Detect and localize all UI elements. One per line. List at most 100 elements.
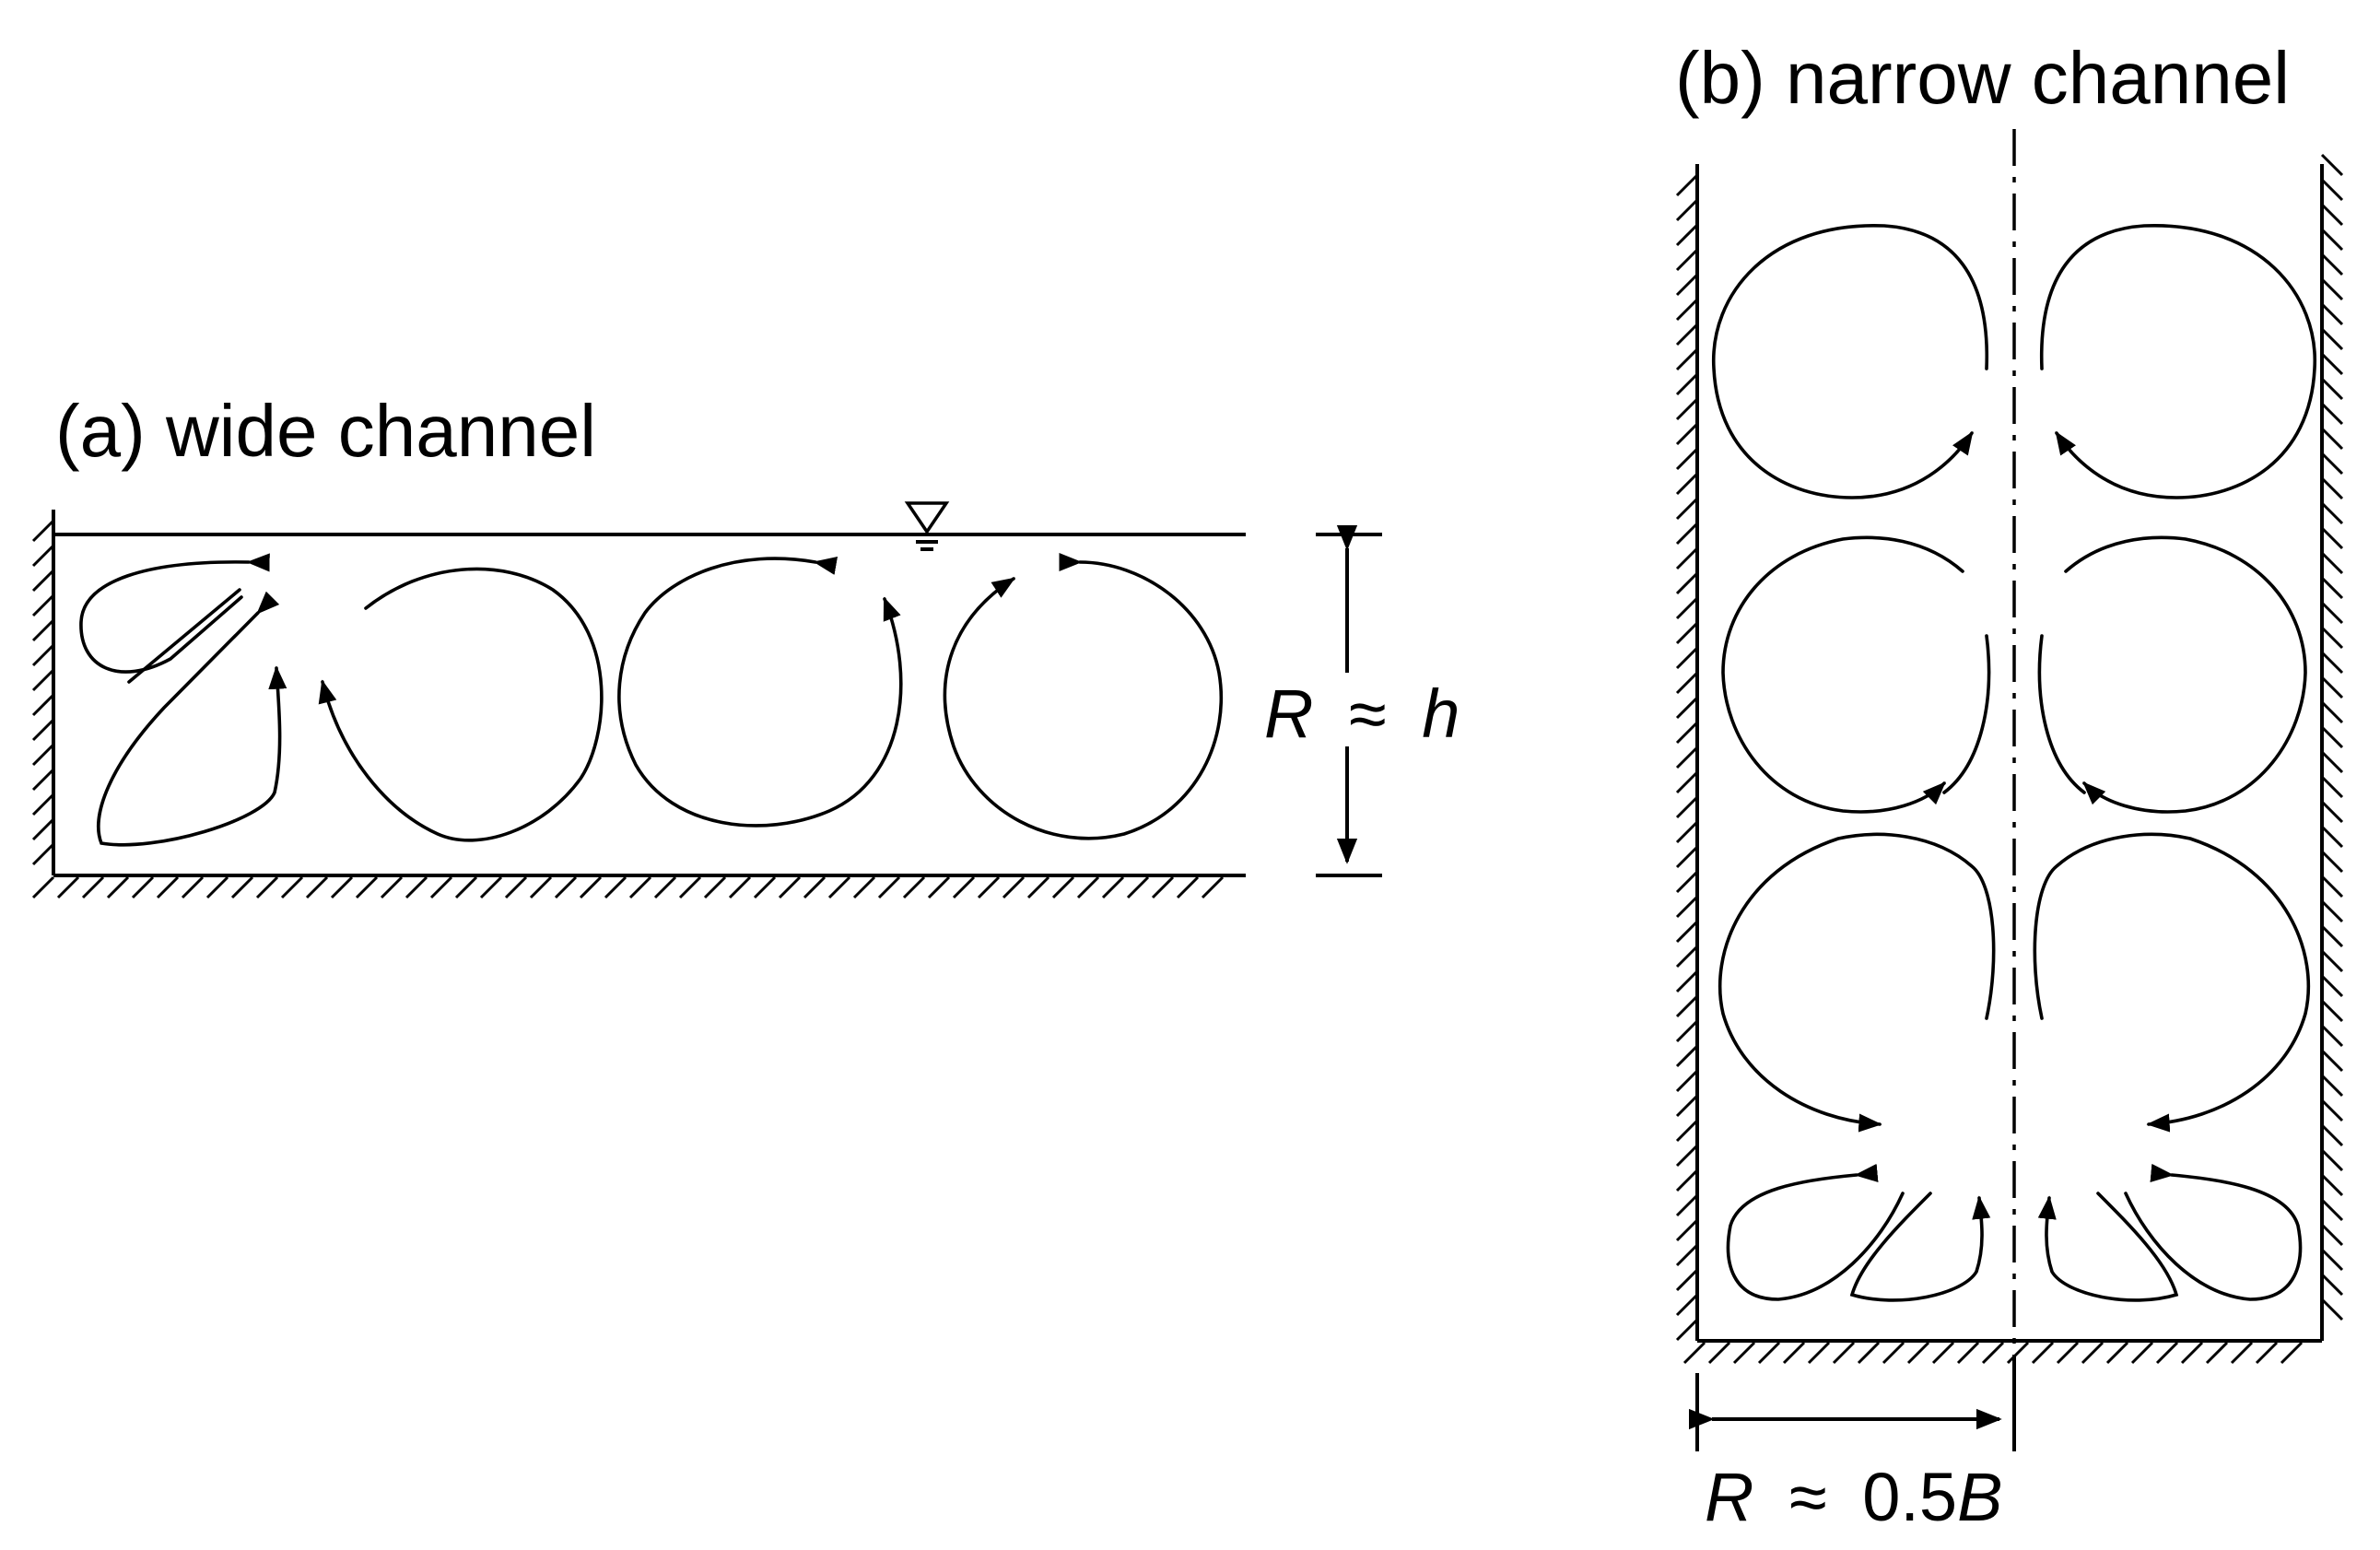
vortex-b-left-2 — [1721, 535, 1964, 814]
hatch-mark — [1675, 1168, 1699, 1192]
hatch-mark — [1675, 646, 1699, 670]
panel-b-left-wall — [1675, 164, 1699, 1342]
hatch-mark — [2081, 1341, 2104, 1365]
hatch-mark — [2320, 576, 2344, 600]
hatch-mark — [2320, 924, 2344, 948]
hatch-mark — [31, 817, 55, 841]
hatch-mark — [2320, 1098, 2344, 1122]
hatch-mark — [1675, 1318, 1699, 1342]
hatch-mark — [1782, 1341, 1806, 1365]
hatch-mark — [2320, 526, 2344, 550]
hatch-mark — [1732, 1341, 1756, 1365]
svg-text:R ≈ h: R ≈ h — [1264, 675, 1460, 752]
hatch-mark — [280, 875, 304, 899]
hatch-mark — [1675, 671, 1699, 695]
hatch-mark — [2320, 875, 2344, 898]
hatch-mark — [380, 875, 404, 899]
hatch-mark — [1675, 895, 1699, 919]
hatch-mark — [678, 875, 702, 899]
hatch-mark — [1807, 1341, 1831, 1365]
dimension-b-value: B — [1957, 1459, 2002, 1535]
dimension-b-symbol: R — [1705, 1459, 1753, 1535]
dimension-b-relation: ≈ — [1789, 1459, 1827, 1535]
hatch-mark — [2320, 203, 2344, 227]
hatch-mark — [1026, 875, 1050, 899]
hatch-mark — [1857, 1341, 1881, 1365]
hatch-mark — [504, 875, 528, 899]
panel-b-bed — [1682, 1339, 2322, 1365]
hatch-mark — [1201, 875, 1225, 899]
hatch-mark — [1675, 621, 1699, 645]
hatch-mark — [2320, 402, 2344, 426]
hatch-mark — [1151, 875, 1175, 899]
hatch-mark — [1675, 522, 1699, 546]
hatch-mark — [2320, 228, 2344, 252]
hatch-mark — [628, 875, 652, 899]
hatch-mark — [1832, 1341, 1856, 1365]
hatch-mark — [2320, 1248, 2344, 1272]
hatch-mark — [31, 718, 55, 742]
hatch-mark — [2320, 551, 2344, 575]
hatch-mark — [2320, 1024, 2344, 1048]
hatch-mark — [1675, 223, 1699, 247]
hatch-mark — [56, 875, 80, 899]
hatch-mark — [1675, 795, 1699, 819]
hatch-mark — [2205, 1341, 2229, 1365]
hatch-mark — [2320, 1273, 2344, 1297]
hatch-mark — [2320, 252, 2344, 276]
hatch-mark — [1675, 746, 1699, 769]
hatch-mark — [330, 875, 354, 899]
hatch-mark — [31, 768, 55, 792]
hatch-mark — [255, 875, 279, 899]
hatch-mark — [1882, 1341, 1905, 1365]
vortex-b-right-1 — [2039, 224, 2316, 499]
dimension-a-relation: ≈ — [1349, 675, 1387, 752]
hatch-mark — [927, 875, 951, 899]
hatch-mark — [31, 875, 55, 899]
hatch-mark — [703, 875, 727, 899]
hatch-mark — [1675, 397, 1699, 421]
dimension-a-value: h — [1422, 675, 1460, 752]
hatch-mark — [2320, 651, 2344, 675]
hatch-mark — [778, 875, 802, 899]
hatch-mark — [131, 875, 155, 899]
hatch-mark — [2320, 501, 2344, 525]
vortex-a-1 — [318, 567, 604, 842]
hatch-mark — [2006, 1341, 2030, 1365]
hatch-mark — [1675, 347, 1699, 371]
hatch-mark — [2320, 476, 2344, 500]
hatch-mark — [2320, 850, 2344, 874]
panel-b-title: (b) narrow channel — [1675, 37, 2290, 119]
dimension-r-half-b: R ≈ 0.5B — [1688, 1355, 2016, 1535]
hatch-mark — [479, 875, 503, 899]
hatch-mark — [1076, 875, 1100, 899]
svg-text:R ≈ 0.5B: R ≈ 0.5B — [1705, 1459, 2002, 1535]
hatch-mark — [429, 875, 453, 899]
hatch-mark — [2320, 949, 2344, 973]
hatch-mark — [230, 875, 254, 899]
hatch-mark — [2255, 1341, 2279, 1365]
hatch-mark — [877, 875, 901, 899]
hatch-mark — [1101, 875, 1125, 899]
vortex-b-left-1 — [1712, 224, 1989, 499]
hatch-mark — [181, 875, 205, 899]
hatch-mark — [31, 693, 55, 717]
vortex-b-right-4a — [2124, 1163, 2303, 1301]
hatch-mark — [1675, 173, 1699, 197]
hatch-mark — [1675, 870, 1699, 894]
vortex-b-right-3 — [2033, 832, 2310, 1133]
hatch-mark — [902, 875, 926, 899]
hatch-mark — [31, 519, 55, 543]
hatch-mark — [1675, 969, 1699, 993]
hatch-mark — [2056, 1341, 2080, 1365]
hatch-mark — [554, 875, 578, 899]
hatch-mark — [81, 875, 105, 899]
hatch-mark — [1675, 1119, 1699, 1143]
hatch-mark — [1956, 1341, 1980, 1365]
hatch-mark — [2320, 1298, 2344, 1321]
hatch-mark — [106, 875, 130, 899]
hatch-mark — [952, 875, 976, 899]
panel-a-bed — [31, 874, 1246, 899]
hatch-mark — [31, 743, 55, 767]
hatch-mark — [2320, 277, 2344, 301]
